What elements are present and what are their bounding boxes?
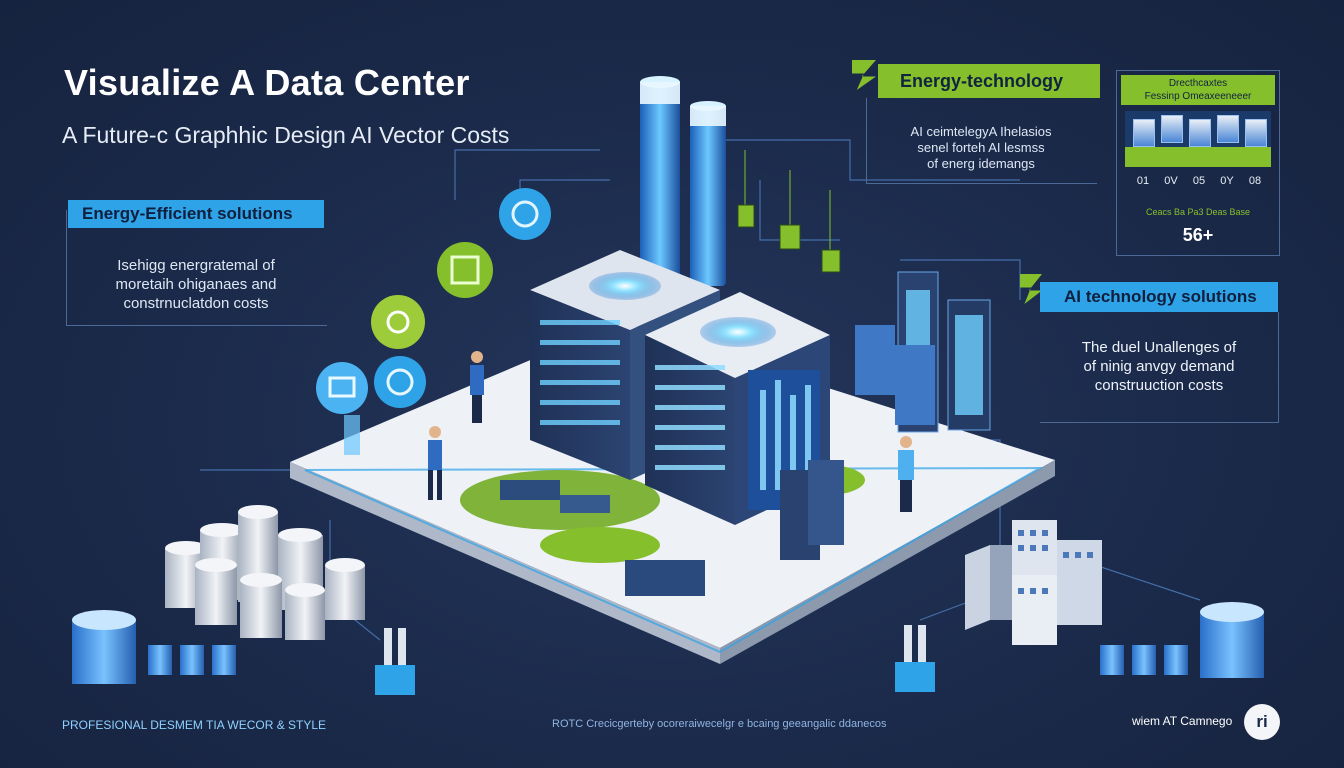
left-panel-text: Isehigg energratemal of moretaih ohigana… bbox=[66, 256, 326, 313]
right-racks bbox=[780, 271, 991, 560]
people bbox=[428, 351, 914, 512]
mini-chart-heading-line: Drecthcaxtes bbox=[1168, 78, 1228, 89]
top-right-panel-text: AI ceimtelegyA Ihelasios senel forteh AI… bbox=[866, 124, 1096, 172]
top-right-info-box bbox=[866, 98, 1097, 184]
mini-chart-green-band bbox=[1125, 147, 1271, 167]
right-info-box bbox=[1040, 312, 1279, 423]
footer-left-text: PROFESIONAL DESMEM TIA WECOR & STYLE bbox=[62, 718, 327, 732]
page-title: Visualize A Data Center bbox=[64, 62, 470, 103]
mini-chart-bar bbox=[1161, 115, 1183, 143]
floating-bubbles bbox=[316, 188, 551, 455]
storage-cylinders-left bbox=[72, 505, 365, 684]
top-right-panel-tag: Energy-technology bbox=[878, 64, 1100, 98]
left-panel-tag: Energy-Efficient solutions bbox=[68, 200, 324, 228]
mini-chart-heading-line: Fessinp Omeaxeeneeer bbox=[1144, 91, 1252, 102]
left-panel-line: constrnuclatdon costs bbox=[123, 295, 269, 312]
right-panel-line: construuction costs bbox=[1094, 377, 1224, 394]
top-right-panel-line: AI ceimtelegyA Ihelasios bbox=[910, 124, 1052, 139]
mini-chart-value: 0V bbox=[1164, 175, 1178, 187]
footer-center-text: ROTC Crecicgerteby ocoreraiwecelgr e bca… bbox=[552, 718, 887, 730]
right-panel-tag: AI technology solutions bbox=[1040, 282, 1278, 312]
right-panel-line: of ninig anvgy demand bbox=[1083, 358, 1235, 375]
brand-logo-icon: ri bbox=[1244, 704, 1280, 740]
mini-chart-bar bbox=[1133, 119, 1155, 147]
mini-chart-bar bbox=[1217, 115, 1239, 143]
circuit-chips bbox=[737, 204, 841, 273]
mini-chart-value: 0Y bbox=[1220, 175, 1234, 187]
cooling-towers bbox=[640, 76, 726, 292]
left-panel-line: moretaih ohiganaes and bbox=[115, 276, 277, 293]
mini-chart-total: 56+ bbox=[1182, 225, 1214, 245]
left-info-box bbox=[66, 210, 327, 326]
right-panel-line: The duel Unallenges of bbox=[1081, 339, 1237, 356]
footer-right-text: wiem AT Camnego bbox=[1132, 714, 1233, 728]
mini-chart-heading: Drecthcaxtes Fessinp Omeaxeeneeer bbox=[1121, 75, 1275, 105]
mini-chart-bar bbox=[1245, 119, 1267, 147]
mini-chart-bar bbox=[1189, 119, 1211, 147]
mini-chart-footer-line: Ceacs Ba Pa3 Deas Base bbox=[1145, 207, 1251, 217]
left-panel-line: Isehigg energratemal of bbox=[117, 257, 275, 274]
mini-chart-plot bbox=[1125, 111, 1271, 167]
top-right-panel-line: of energ idemangs bbox=[927, 156, 1035, 171]
page-subtitle: A Future-c Graphhic Design AI Vector Cos… bbox=[62, 122, 510, 148]
mini-chart-value: 08 bbox=[1248, 175, 1262, 187]
power-plugs bbox=[375, 625, 935, 695]
mini-chart-card: Drecthcaxtes Fessinp Omeaxeeneeer 01 0V … bbox=[1116, 70, 1280, 256]
office-buildings-right bbox=[965, 520, 1264, 678]
mini-chart-value: 01 bbox=[1136, 175, 1150, 187]
top-right-panel-line: senel forteh AI lesmss bbox=[917, 140, 1045, 155]
right-panel-text: The duel Unallenges of of ninig anvgy de… bbox=[1040, 338, 1278, 395]
mini-chart-value: 05 bbox=[1192, 175, 1206, 187]
